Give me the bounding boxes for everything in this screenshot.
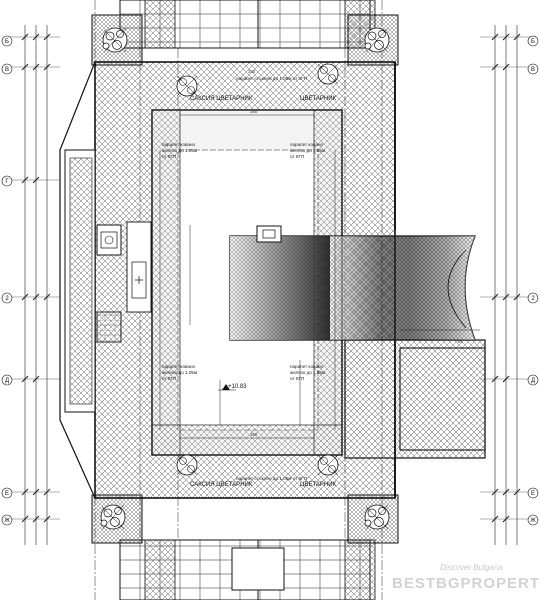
plant-top-right	[364, 27, 390, 53]
plant-top-left	[102, 27, 128, 53]
plant-planter-sw	[176, 454, 198, 476]
parapet-wrought-note-r2b: желязо до 1.05м	[290, 370, 325, 375]
planter-label-nw: САКСИЯ ЦВЕТАРНИК	[190, 96, 253, 102]
svg-text:Ж: Ж	[530, 518, 536, 524]
left-fixtures	[96, 221, 152, 343]
elevation-marker: +10.83	[218, 384, 247, 391]
watermark-tagline: Discover Bulgaria	[440, 563, 503, 572]
interior-dimensions	[159, 114, 480, 439]
bottom-roof-tiles	[119, 539, 376, 600]
parapet-wrought-note-r2: парапет ковано	[290, 364, 324, 369]
axis-bubble: В	[1, 63, 13, 75]
parapet-wrought-note-l1c: от КГП	[162, 154, 176, 159]
svg-text:В: В	[531, 67, 535, 73]
axis-bubble: Д	[527, 374, 539, 386]
parapet-wrought-note-r2c: от КГП	[290, 376, 304, 381]
plant-bottom-right	[364, 504, 390, 530]
watermark: Discover Bulgaria BESTBGPROPERTIES	[392, 563, 540, 592]
top-roof-tiles	[119, 0, 376, 49]
corner-boxes	[91, 14, 399, 544]
svg-text:В: В	[5, 67, 9, 73]
plant-pots	[100, 27, 390, 530]
svg-text:Б: Б	[531, 39, 535, 45]
planter-label-sw: САКСИЯ ЦВЕТАРНИК	[190, 482, 253, 488]
right-lower-terrace	[344, 339, 486, 459]
plant-planter-se	[317, 454, 339, 476]
axis-bubble: Г	[1, 175, 13, 187]
axis-bubbles-right: Б В 2 Д Е Ж	[527, 35, 539, 526]
axis-bubbles-left: Б В Г 2 Д Е Ж	[1, 35, 13, 526]
parapet-wrought-note-r1b: желязо до 1.05м	[290, 148, 325, 153]
dimension-top: 350	[250, 109, 258, 114]
parapet-glass-note-bottom: парапет стъклен до 1.05м от КГП	[236, 476, 307, 481]
svg-text:Е: Е	[5, 491, 9, 497]
parapet-wrought-note-r1: парапет ковано	[290, 142, 324, 147]
parapet-wrought-note-l1: парапет ковано	[162, 142, 196, 147]
svg-text:2: 2	[5, 296, 9, 302]
elevation-label: +10.83	[228, 384, 247, 390]
axis-bubble: 2	[1, 292, 13, 304]
axis-bubble: Е	[1, 487, 13, 499]
parapet-wrought-note-l2b: желязо до 1.05м	[162, 370, 197, 375]
axis-bubble: Б	[1, 35, 13, 47]
axis-bubble: Д	[1, 374, 13, 386]
skylight-roof	[229, 225, 476, 341]
axis-bubble: Е	[527, 487, 539, 499]
parapet-wrought-note-l1b: желязо до 1.05м	[162, 148, 197, 153]
parapet-wrought-note-l2c: от КГП	[162, 376, 176, 381]
drawing-notes: парапет стъклен до 1.05м от КГП парапет …	[162, 69, 463, 488]
svg-text:Ж: Ж	[4, 518, 10, 524]
svg-text:2: 2	[531, 296, 535, 302]
svg-text:Д: Д	[531, 378, 535, 384]
svg-text:Д: Д	[5, 378, 9, 384]
terrace-interior	[151, 109, 343, 456]
plant-bottom-left	[100, 504, 126, 530]
parapet-wrought-note-l2: парапет ковано	[162, 364, 196, 369]
axis-bubble: В	[527, 63, 539, 75]
axis-bubble: Б	[527, 35, 539, 47]
svg-text:Г: Г	[5, 179, 9, 185]
parapet-glass-note-top: парапет стъклен до 1.05м от КГП	[236, 76, 307, 81]
left-dimension-lines	[10, 25, 60, 545]
svg-text:Б: Б	[5, 39, 9, 45]
dimension-bottom: 350	[250, 432, 258, 437]
axis-bubble: Ж	[527, 514, 539, 526]
svg-text:Е: Е	[531, 491, 535, 497]
parapet-wrought-note-r1c: от КГП	[290, 154, 304, 159]
dimension-right: 81	[458, 339, 463, 344]
watermark-brand: BESTBGPROPERTIES	[392, 575, 540, 592]
axis-bubble: 2	[527, 292, 539, 304]
axis-bubble: Ж	[1, 514, 13, 526]
planter-label-se: ЦВЕТАРНИК	[300, 482, 337, 488]
dimension-top-outer: 340	[248, 69, 256, 74]
plant-planter-ne	[317, 63, 339, 85]
right-dimension-lines	[480, 25, 534, 545]
plant-planter-nw	[176, 75, 198, 97]
planter-label-ne: ЦВЕТАРНИК	[300, 96, 337, 102]
